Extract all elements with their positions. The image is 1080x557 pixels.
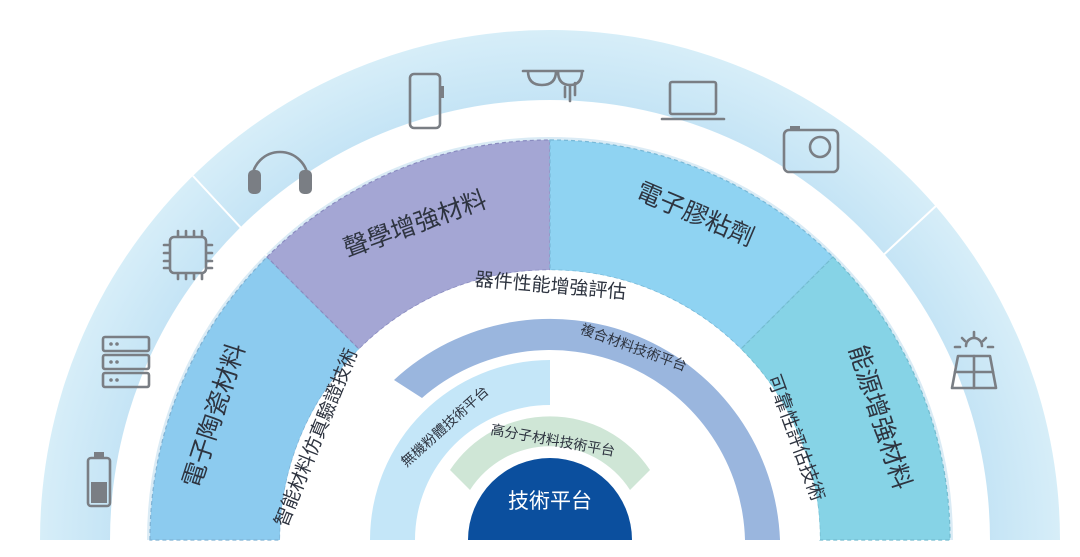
core-platform[interactable]	[468, 458, 632, 540]
headphones-icon	[248, 150, 312, 194]
segment-adhesive[interactable]	[549, 139, 834, 350]
polymer-platform-arc[interactable]	[450, 416, 650, 490]
chip-icon	[162, 229, 214, 281]
laptop-icon	[660, 80, 726, 121]
core-platform-label: 技術平台	[508, 489, 592, 513]
ring-divider	[192, 175, 268, 257]
segment-energy[interactable]	[740, 256, 951, 541]
battery-icon	[86, 452, 112, 508]
evaluation-ring	[280, 270, 820, 540]
phone-icon	[408, 72, 444, 130]
segment-acoustic[interactable]	[266, 139, 551, 350]
segment-ceramics[interactable]	[149, 256, 360, 541]
ring-divider	[861, 204, 938, 276]
server-icon	[101, 335, 151, 389]
smart-glasses-icon	[521, 69, 585, 103]
camera-icon	[782, 126, 840, 174]
inorganic-platform-arc[interactable]	[370, 360, 550, 540]
solar-panel-icon	[950, 330, 998, 390]
composite-platform-arc[interactable]	[394, 318, 780, 540]
